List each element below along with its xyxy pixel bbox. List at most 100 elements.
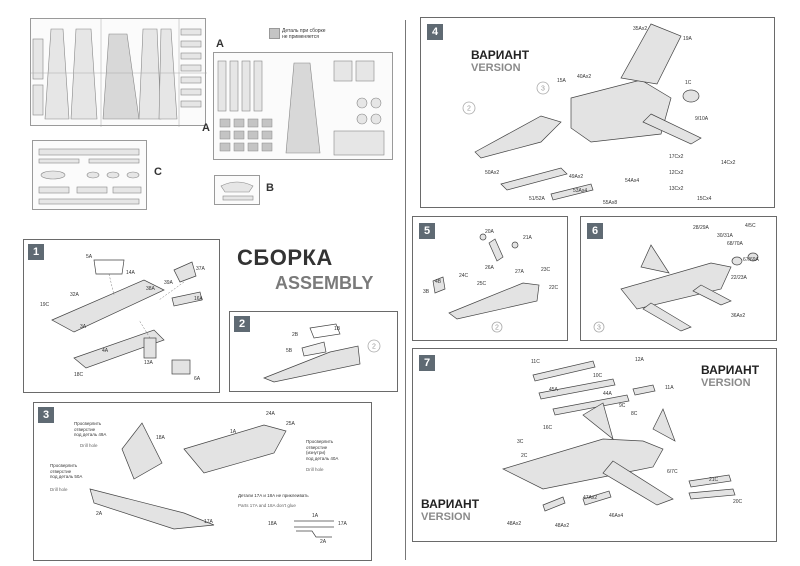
- step-1-drawing: [51, 259, 203, 375]
- step-1-label-6a: 6A: [194, 376, 201, 382]
- step-1-number: 1: [28, 244, 44, 260]
- step-6-label-22-23a: 22/23A: [731, 275, 747, 281]
- legend-line-1: Деталь при сборке: [282, 28, 326, 34]
- step-4-label-15cx4: 15Cx4: [697, 196, 712, 202]
- step-7-label-47ax2: 47Ax2: [583, 495, 598, 501]
- step-4-label-12cx2: 12Cx2: [669, 170, 684, 176]
- step-7-label-45a: 45A: [549, 387, 558, 393]
- step-3-note-right-en: Drill hole: [306, 467, 324, 472]
- step-4-label-53ax4: 53Ax4: [573, 188, 588, 194]
- sprue-c: [32, 140, 147, 210]
- sprue-b-drawing: [220, 181, 254, 201]
- sprue-b: [214, 175, 260, 205]
- step-1-label-39a: 39A: [164, 280, 173, 286]
- step-3-note-right-line-2: отверстие: [306, 444, 328, 450]
- step-3-note-mid-line-3: под деталь 50A: [50, 474, 83, 479]
- step-7-label-3c: 3C: [517, 439, 524, 445]
- step-7-variant-en-top: VERSION: [701, 377, 751, 389]
- step-3-note-mid-en: Drill hole: [50, 487, 68, 492]
- step-3-detail-18a: 18A: [268, 521, 277, 527]
- step-3-note-right-line-3: (изнутри): [306, 450, 326, 455]
- step-3-note-left-line-2: отверстие: [74, 426, 96, 432]
- step-4-variant-en: VERSION: [471, 62, 521, 74]
- step-5-label-20a: 20A: [485, 229, 494, 235]
- step-3-label-25a: 25A: [286, 421, 295, 427]
- step-1-label-19c: 19C: [40, 302, 50, 308]
- step-3-detail-2a: 2A: [320, 539, 327, 545]
- step-4-ref-circle-3: [536, 81, 550, 95]
- step-7-panel: 7 ВАРИАНТ VERSION ВАРИАНТ VERSION 11C 10…: [412, 348, 777, 542]
- step-4-ref-circle-2-number: 2: [467, 106, 471, 113]
- step-4-label-55ax8: 55Ax8: [603, 200, 618, 206]
- sprue-a-lower: [213, 52, 393, 160]
- step-3-detail-1a: 1A: [312, 513, 319, 519]
- step-3-label-24a: 24A: [266, 411, 275, 417]
- step-4-label-35ax2: 35Ax2: [633, 26, 648, 32]
- step-7-label-10c: 10C: [593, 373, 603, 379]
- step-5-ref-circle-number: 2: [495, 325, 499, 332]
- step-1-label-18c: 18C: [74, 372, 84, 378]
- step-6-label-68-70a: 68/70A: [727, 241, 743, 247]
- step-3-noglue-en: Parts 17A and 18A don't glue: [238, 503, 296, 508]
- step-3-note-left-line-3: под деталь 49A: [74, 432, 107, 437]
- sprue-letter-a-upper: A: [216, 38, 224, 50]
- step-7-variant-ru-top: ВАРИАНТ: [701, 363, 760, 377]
- step-4-ref-circle-2: [462, 101, 476, 115]
- step-7-label-9c: 9C: [619, 403, 626, 409]
- step-3-detail-17a: 17A: [338, 521, 347, 527]
- step-4-label-50ax2: 50Ax2: [485, 170, 500, 176]
- step-3-label-1a: 1A: [230, 429, 237, 435]
- step-4-label-17cx2: 17Cx2: [669, 154, 684, 160]
- step-7-label-11c: 11C: [531, 359, 540, 365]
- step-3-panel: 3 Просверлить отверстие под деталь 49A D…: [33, 402, 372, 561]
- step-1-label-4a: 4A: [102, 348, 109, 354]
- step-6-ref-circle: [593, 321, 605, 333]
- step-7-label-44a: 44A: [603, 391, 612, 397]
- step-2-label-5b: 5B: [286, 348, 293, 354]
- step-4-ref-circle-3-number: 3: [541, 86, 545, 93]
- step-6-panel: 6 3 28/29A 4/5C 30/31A 68/70A 67/69A 22/…: [580, 216, 777, 341]
- step-3-note-left-line-1: Просверлить: [74, 421, 102, 426]
- step-6-drawing: 3: [593, 244, 759, 333]
- step-2-panel: 2 2 1B 2B 5B: [229, 311, 398, 392]
- step-4-label-51-52a: 51/52A: [529, 196, 545, 202]
- legend-label: Деталь при сборке не применяется: [282, 28, 372, 40]
- step-6-label-4-5c: 4/5C: [745, 223, 756, 229]
- step-7-label-16c: 16C: [543, 425, 553, 431]
- assembly-title-ru: СБОРКА: [237, 245, 333, 270]
- step-4-label-40ax2: 40Ax2: [577, 74, 592, 80]
- step-1-label-37a: 37A: [196, 266, 205, 272]
- step-4-label-19a: 19A: [683, 36, 692, 42]
- step-7-label-48ax2-b: 48Ax2: [555, 523, 570, 529]
- step-3-drawing: [89, 422, 334, 538]
- step-3-noglue-ru: Детали 17A и 18A не приклеивать: [238, 493, 309, 498]
- step-5-number: 5: [419, 223, 435, 239]
- step-3-note-mid-line-1: Просверлить: [50, 463, 78, 468]
- vertical-divider: [405, 20, 406, 560]
- step-6-label-36ax2: 36Ax2: [731, 313, 746, 319]
- step-3-note-mid-line-2: отверстие: [50, 468, 72, 474]
- step-1-label-13a: 13A: [144, 360, 153, 366]
- sprue-letter-b: B: [266, 182, 274, 194]
- step-5-label-24c: 24C: [459, 273, 469, 279]
- step-4-label-9-10a: 9/10A: [695, 116, 709, 122]
- step-2-number: 2: [234, 316, 250, 332]
- step-4-label-54ax4: 54Ax4: [625, 178, 640, 184]
- step-6-label-30-31a: 30/31A: [717, 233, 733, 239]
- step-2-label-2b: 2B: [292, 332, 299, 338]
- step-2-ref-circle: [367, 339, 381, 353]
- sprue-letter-a-lower: A: [202, 122, 210, 134]
- step-4-label-14cx2: 14Cx2: [721, 160, 736, 166]
- step-5-label-21a: 21A: [523, 235, 532, 241]
- step-5-label-26a: 26A: [485, 265, 494, 271]
- step-4-label-13cx2: 13Cx2: [669, 186, 684, 192]
- step-5-panel: 5 2 20A 21A 26A 27A 23C 22C 24C 25C 4B 3…: [412, 216, 568, 341]
- step-7-label-8c: 8C: [631, 411, 638, 417]
- step-2-drawing: 2: [263, 323, 381, 383]
- step-3-note-mid: Просверлить отверстие под деталь 50A: [50, 463, 82, 480]
- step-7-label-6-7c: 6/7C: [667, 469, 678, 475]
- step-1-label-16a: 16A: [194, 296, 203, 302]
- step-5-label-4b: 4B: [435, 279, 442, 285]
- sprue-a-upper: [30, 18, 207, 127]
